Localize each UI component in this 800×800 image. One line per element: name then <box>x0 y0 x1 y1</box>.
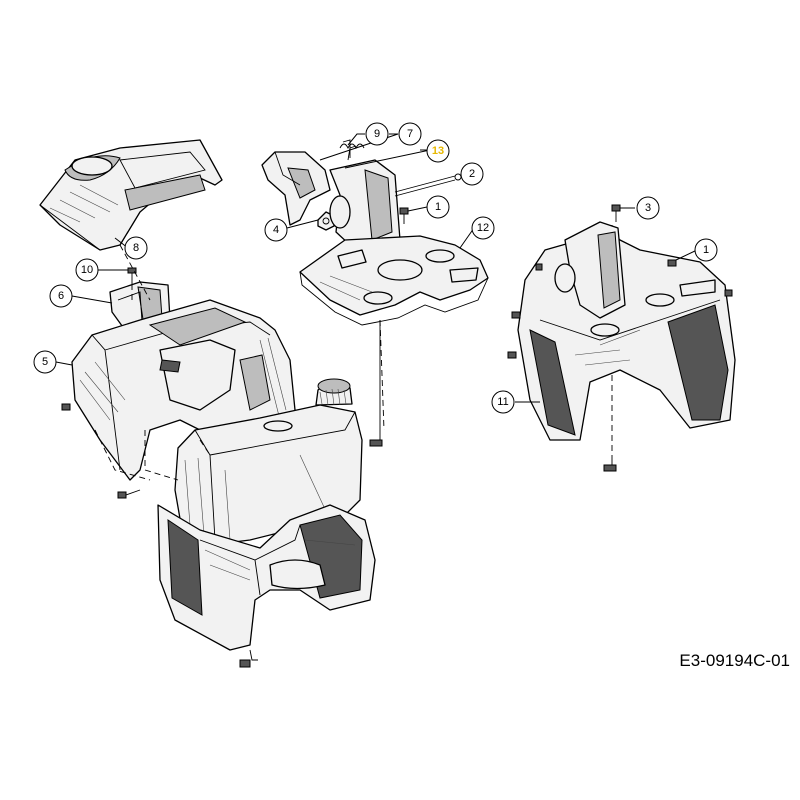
part-8-dash-cover <box>39 139 223 251</box>
leader-lines <box>55 133 698 403</box>
part-11-right-console <box>517 221 736 472</box>
rod-left <box>239 649 258 668</box>
drawing-code: E3-09194C-01 <box>679 651 790 670</box>
part-12-floor-plate <box>299 235 489 447</box>
callout-1: 1 <box>426 195 450 219</box>
callout-9: 9 <box>365 122 389 146</box>
callout-2: 2 <box>460 162 484 186</box>
svg-text:11: 11 <box>497 396 508 408</box>
svg-text:5: 5 <box>42 356 48 368</box>
right-bolts <box>507 204 733 359</box>
part-2-rod <box>394 173 462 197</box>
callout-3: 3 <box>636 196 660 220</box>
svg-text:8: 8 <box>133 242 139 254</box>
callout-10: 10 <box>75 258 99 282</box>
callouts: 9 7 13 2 1 4 12 3 <box>33 122 718 414</box>
svg-text:9: 9 <box>374 128 380 140</box>
svg-text:1: 1 <box>435 201 441 213</box>
callout-1-right: 1 <box>694 238 718 262</box>
steering-column <box>329 139 401 251</box>
svg-text:6: 6 <box>58 290 64 302</box>
callout-13: 13 <box>426 139 450 163</box>
part-1-bolt <box>399 207 409 224</box>
svg-text:2: 2 <box>469 168 475 180</box>
svg-text:13: 13 <box>432 145 444 157</box>
svg-text:3: 3 <box>645 202 651 214</box>
callout-5: 5 <box>33 350 57 374</box>
callout-8: 8 <box>124 236 148 260</box>
svg-text:10: 10 <box>81 264 93 276</box>
callout-11: 11 <box>491 390 515 414</box>
callout-4: 4 <box>264 218 288 242</box>
svg-text:12: 12 <box>477 222 489 234</box>
part-7-steering-bracket <box>261 151 331 226</box>
part-9-spring <box>339 143 365 150</box>
svg-text:7: 7 <box>407 128 413 140</box>
callout-12: 12 <box>471 216 495 240</box>
lower-console-left <box>157 504 376 651</box>
callout-7: 7 <box>398 122 422 146</box>
callout-6: 6 <box>49 284 73 308</box>
part-10-screw <box>127 267 137 300</box>
hood-screws <box>61 403 141 499</box>
svg-text:4: 4 <box>273 224 279 236</box>
svg-text:1: 1 <box>703 244 709 256</box>
